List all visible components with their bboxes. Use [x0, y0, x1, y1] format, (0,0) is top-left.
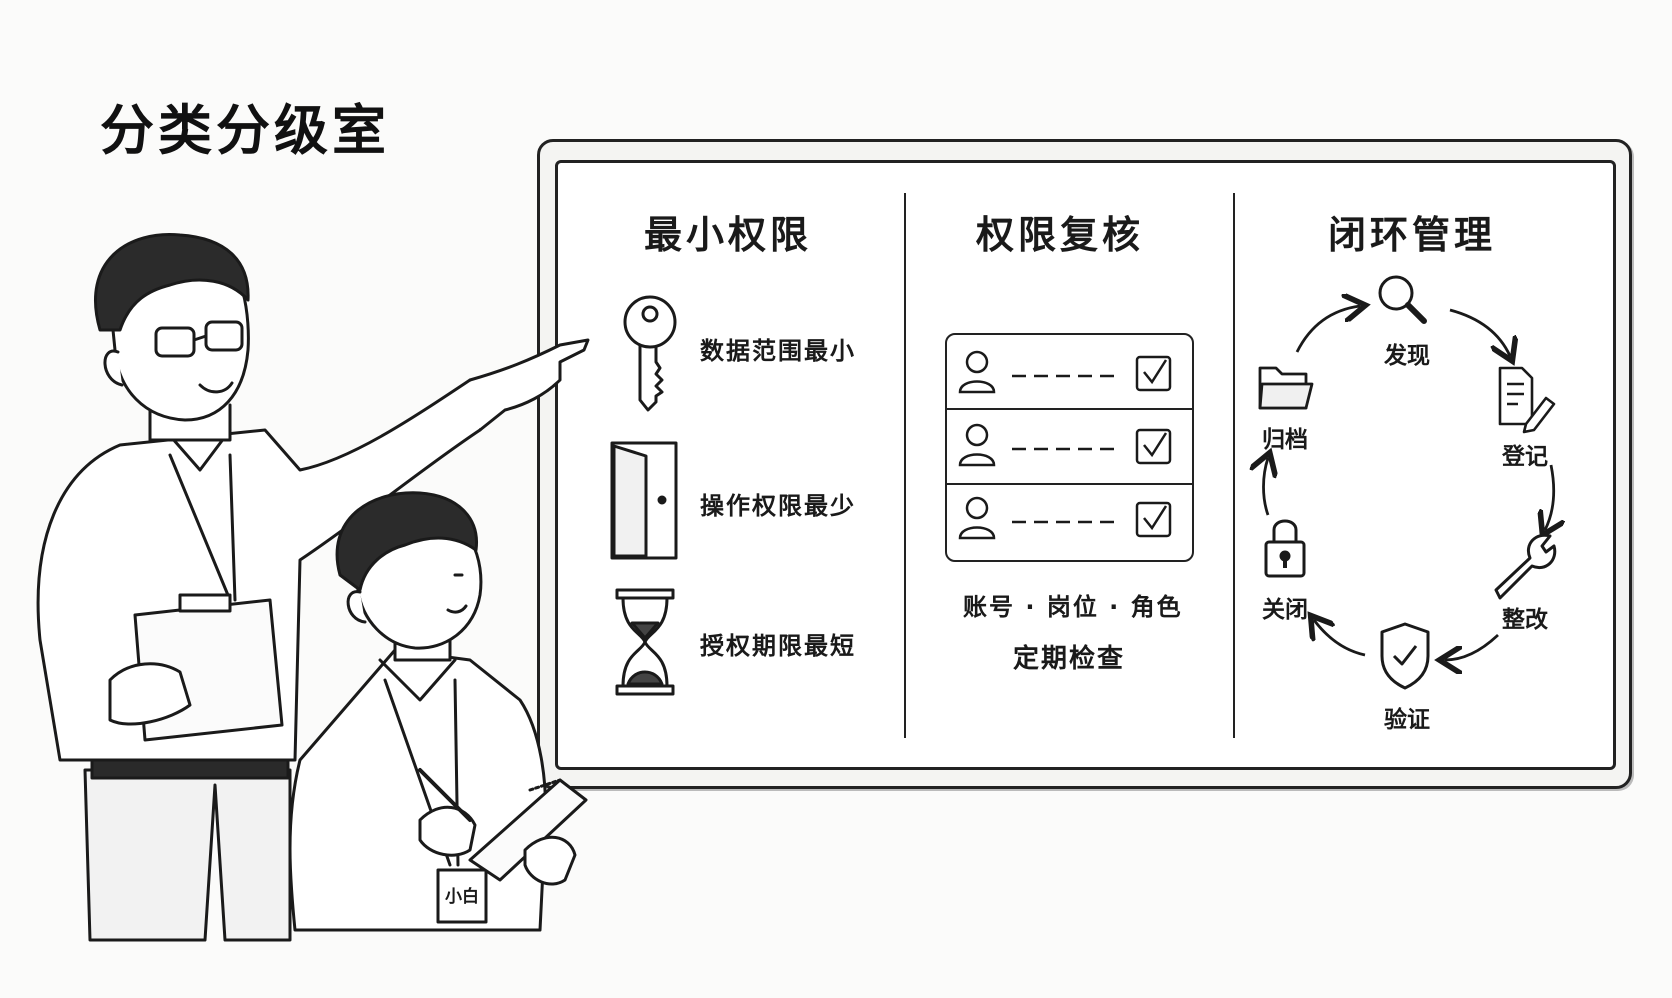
column-divider-2 [1233, 193, 1235, 738]
cycle-label-verify: 验证 [1384, 707, 1430, 733]
cycle-arrow [1449, 308, 1510, 356]
cycle-arrow [1445, 633, 1499, 660]
user-icon [958, 496, 996, 540]
item-label-data-scope: 数据范围最小 [700, 337, 856, 365]
folder-icon [1258, 366, 1314, 410]
cycle-label-archive: 归档 [1262, 427, 1308, 453]
column-title-closed-loop: 闭环管理 [1327, 212, 1496, 257]
checkbox-checked-icon [1135, 355, 1172, 392]
user-icon [958, 423, 996, 467]
room-title: 分类分级室 [100, 98, 390, 162]
cycle-label-discover: 发现 [1384, 343, 1430, 369]
account-checklist [945, 333, 1194, 562]
checkbox-checked-icon [1135, 428, 1172, 465]
magnifier-icon [1378, 275, 1427, 324]
badge-name: 小白 [445, 887, 479, 907]
cycle-label-close: 关闭 [1262, 597, 1308, 623]
column-title-permission-review: 权限复核 [975, 212, 1144, 257]
cycle-arrow [1314, 620, 1366, 657]
user-icon [958, 350, 996, 394]
review-frequency-caption: 定期检查 [1012, 644, 1125, 674]
cycle-label-rectify: 整改 [1502, 607, 1548, 633]
document-pencil-icon [1498, 366, 1556, 434]
column-divider-1 [904, 193, 906, 738]
padlock-icon [1264, 519, 1306, 578]
column-title-least-privilege: 最小权限 [643, 212, 812, 257]
cycle-label-register: 登记 [1502, 444, 1548, 470]
row-divider [947, 483, 1192, 485]
cycle-arrow [1295, 306, 1360, 353]
shield-check-icon [1380, 622, 1430, 690]
cycle-arrow [1264, 458, 1269, 516]
checkbox-checked-icon [1135, 501, 1172, 538]
item-label-authorization-period: 授权期限最短 [700, 632, 856, 660]
wrench-icon [1494, 533, 1557, 600]
review-scope-caption: 账号 · 岗位 · 角色 [963, 593, 1183, 621]
item-label-operation-rights: 操作权限最少 [700, 492, 856, 520]
cycle-arrow [1545, 464, 1554, 530]
row-divider [947, 408, 1192, 410]
